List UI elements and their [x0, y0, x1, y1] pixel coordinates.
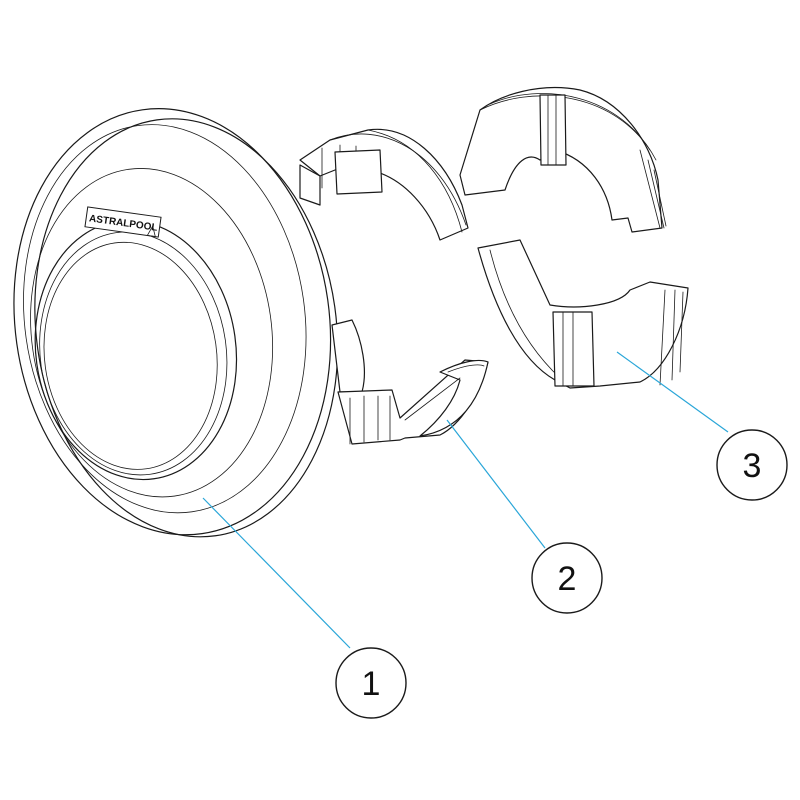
- leader-line-3: [616, 351, 729, 433]
- part-1-trim-ring: ASTRALPOOL: [13, 108, 339, 538]
- leader-line-2: [446, 419, 546, 549]
- part-2-clamp: [299, 128, 489, 445]
- callout-number-1: 1: [362, 665, 381, 703]
- callout-1: 1: [335, 647, 407, 719]
- brand-label: ASTRALPOOL: [84, 206, 162, 238]
- part-3-ring-halves: [459, 87, 689, 389]
- callout-2: 2: [531, 542, 603, 614]
- callout-number-3: 3: [743, 447, 762, 485]
- callout-number-2: 2: [558, 560, 577, 598]
- leader-line-1: [202, 497, 351, 649]
- callout-3: 3: [716, 429, 788, 501]
- brand-mark-icon: [146, 225, 156, 237]
